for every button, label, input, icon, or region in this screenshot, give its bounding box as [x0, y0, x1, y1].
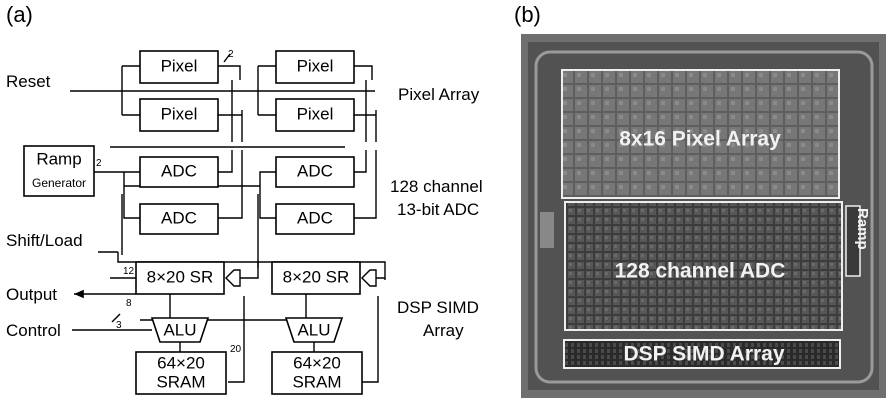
adc-label: ADC	[297, 208, 333, 227]
shift-register-label: 8×20 SR	[147, 267, 214, 286]
sram-size-label: 64×20	[157, 353, 205, 372]
pixel-array-annotation: Pixel Array	[398, 85, 480, 104]
adc-label: ADC	[161, 208, 197, 227]
dsp-annotation-line2: Array	[423, 321, 464, 340]
reset-label: Reset	[6, 72, 51, 91]
output-label: Output	[6, 285, 57, 304]
adc-label: ADC	[297, 161, 333, 180]
pixel-label: Pixel	[161, 104, 198, 123]
sram-bus-width: 20	[230, 344, 242, 355]
ramp-generator-label: Generator	[32, 176, 86, 190]
adc-annotation-line1: 128 channel	[390, 177, 483, 196]
output-bus-width: 8	[126, 298, 132, 309]
panel-b-label: (b)	[514, 2, 541, 27]
sram-size-label: 64×20	[293, 353, 341, 372]
adc-annotation-line2: 13-bit ADC	[397, 200, 479, 219]
sr-in-bus-width: 12	[123, 266, 135, 277]
chip-ramp-label: Ramp	[854, 208, 871, 250]
pixel-label: Pixel	[297, 104, 334, 123]
ramp-bus-width: 2	[96, 158, 102, 169]
pixel-label: Pixel	[297, 56, 334, 75]
control-label: Control	[6, 321, 61, 340]
sram-label: SRAM	[292, 372, 341, 391]
chip-pixel-array-label: 8x16 Pixel Array	[619, 128, 781, 151]
control-bus-width: 3	[116, 320, 122, 331]
pixel-label: Pixel	[161, 56, 198, 75]
shift-register-label: 8×20 SR	[283, 267, 350, 286]
adc-label: ADC	[161, 161, 197, 180]
dsp-annotation-line1: DSP SIMD	[397, 298, 479, 317]
alu-label: ALU	[297, 320, 330, 339]
chip-dsp-label: DSP SIMD Array	[623, 343, 784, 366]
panel-a-label: (a)	[6, 2, 33, 27]
chip-adc-label: 128 channel ADC	[615, 260, 786, 283]
ramp-label: Ramp	[36, 149, 81, 168]
sram-label: SRAM	[156, 372, 205, 391]
shift-load-label: Shift/Load	[6, 231, 83, 250]
alu-label: ALU	[163, 320, 196, 339]
